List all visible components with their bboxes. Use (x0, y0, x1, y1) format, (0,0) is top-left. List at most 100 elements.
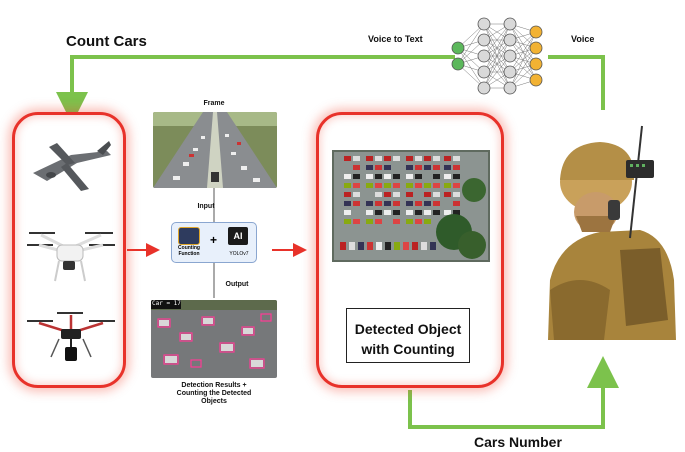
network-node (477, 33, 491, 47)
parked-car (444, 174, 451, 179)
parked-car (433, 183, 440, 188)
parked-car (384, 192, 391, 197)
parked-car (375, 174, 382, 179)
parked-car (406, 192, 413, 197)
parked-car (340, 242, 346, 250)
network-node (503, 81, 517, 95)
parked-car (394, 242, 400, 250)
parked-car (375, 165, 382, 170)
network-node (529, 41, 543, 55)
network-node (477, 17, 491, 31)
parked-car (366, 156, 373, 161)
parked-car (375, 201, 382, 206)
parked-car (406, 210, 413, 215)
parked-car (444, 210, 451, 215)
parked-car (366, 165, 373, 170)
parked-car (353, 201, 360, 206)
detected-object-label: Detected Object with Counting (354, 321, 462, 357)
parked-car (415, 210, 422, 215)
parked-car (453, 165, 460, 170)
parked-car (344, 183, 351, 188)
parked-car (366, 183, 373, 188)
detection-results-label: Detection Results + Counting the Detecte… (176, 382, 252, 405)
parked-car (453, 210, 460, 215)
parked-car (453, 183, 460, 188)
parked-car (453, 201, 460, 206)
parked-car (415, 201, 422, 206)
parked-car (433, 210, 440, 215)
parked-car (366, 174, 373, 179)
parked-car (393, 201, 400, 206)
parked-car (384, 201, 391, 206)
neural-network-icon (451, 17, 543, 95)
parked-car (393, 174, 400, 179)
parked-car (444, 156, 451, 161)
parked-car (353, 183, 360, 188)
parked-car (415, 183, 422, 188)
parked-car (393, 219, 400, 224)
yolo-label: YOLOv7 (229, 251, 249, 257)
parked-car (406, 165, 413, 170)
parked-car (433, 192, 440, 197)
parked-car (444, 165, 451, 170)
parked-car (444, 183, 451, 188)
car-counter-overlay: Car = 17 (152, 300, 181, 307)
input-label: Input (197, 203, 215, 210)
counting-function-label: Counting Function (178, 245, 200, 257)
parked-car (433, 201, 440, 206)
network-node (529, 57, 543, 71)
parked-car (384, 183, 391, 188)
voice-arrow (548, 55, 605, 110)
parked-car (424, 192, 431, 197)
highway-frame-image (153, 112, 277, 188)
network-node (477, 81, 491, 95)
count-cars-label: Count Cars (66, 33, 147, 50)
parked-car (415, 165, 422, 170)
drones-panel (12, 112, 126, 388)
parked-car (344, 156, 351, 161)
parked-car (384, 210, 391, 215)
parked-car (444, 192, 451, 197)
parked-car (412, 242, 418, 250)
parked-car (424, 201, 431, 206)
parked-car (375, 192, 382, 197)
parked-car (433, 165, 440, 170)
parked-car (406, 183, 413, 188)
parked-car (366, 201, 373, 206)
counting-function-icon (178, 227, 200, 245)
parked-car (375, 210, 382, 215)
parked-car (353, 219, 360, 224)
fixed-wing-drone-icon (33, 141, 111, 191)
network-node (503, 65, 517, 79)
network-node (477, 65, 491, 79)
parked-car (403, 242, 409, 250)
network-node (529, 25, 543, 39)
network-node (477, 49, 491, 63)
parked-car (375, 156, 382, 161)
ai-chip-icon: AI (228, 227, 248, 245)
parked-car (384, 156, 391, 161)
parked-car (415, 219, 422, 224)
parked-car (384, 174, 391, 179)
parked-car (344, 210, 351, 215)
parked-car (406, 219, 413, 224)
cars-number-arrow (408, 356, 619, 429)
detected-object-box: Detected Object with Counting (346, 308, 470, 363)
model-box: Counting Function + AI YOLOv7 (171, 222, 257, 263)
parked-car (366, 219, 373, 224)
parked-car (424, 219, 431, 224)
parked-car (393, 210, 400, 215)
parked-car (424, 183, 431, 188)
parked-car (353, 174, 360, 179)
parked-car (358, 242, 364, 250)
parked-car (453, 156, 460, 161)
parked-car (415, 156, 422, 161)
parked-car (366, 210, 373, 215)
cars-number-label: Cars Number (474, 434, 562, 450)
parked-car (424, 210, 431, 215)
parked-car (393, 192, 400, 197)
parked-car (384, 165, 391, 170)
parked-car (385, 242, 391, 250)
parked-car (424, 156, 431, 161)
